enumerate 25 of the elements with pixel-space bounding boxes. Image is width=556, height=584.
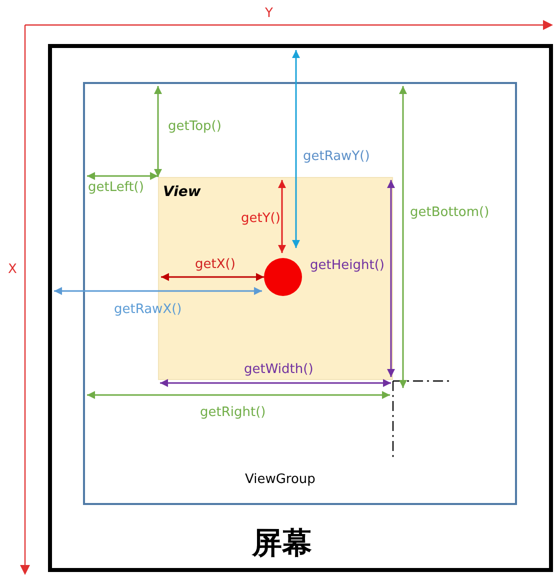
axis-label: Y — [265, 6, 273, 21]
measure-arrow — [87, 391, 390, 399]
edge-label: getLeft() — [88, 180, 144, 195]
measure-arrow — [278, 180, 286, 253]
measure-arrow — [292, 50, 300, 248]
edge-label: getRawY() — [303, 149, 370, 164]
screen-title: 屏幕 — [252, 525, 312, 563]
screen-frame — [48, 44, 553, 572]
measure-arrow — [87, 172, 158, 180]
box-label: ViewGroup — [245, 472, 316, 487]
measure-arrow — [54, 287, 262, 295]
edge-label: getBottom() — [410, 205, 490, 220]
edge-label: getTop() — [168, 119, 222, 134]
edge-label: getRawX() — [114, 302, 182, 317]
measure-arrow — [154, 86, 162, 177]
axis-label: X — [8, 262, 17, 277]
touch-point-circle — [264, 258, 302, 296]
viewgroup-box — [83, 82, 517, 505]
view-title: View — [163, 184, 201, 200]
edge-label: getRight() — [200, 405, 266, 420]
dimension-label: getWidth() — [244, 362, 314, 377]
edge-label: getX() — [195, 257, 236, 272]
edge-label: getY() — [241, 211, 280, 226]
measure-arrow — [161, 273, 264, 281]
measure-arrow — [399, 86, 407, 388]
